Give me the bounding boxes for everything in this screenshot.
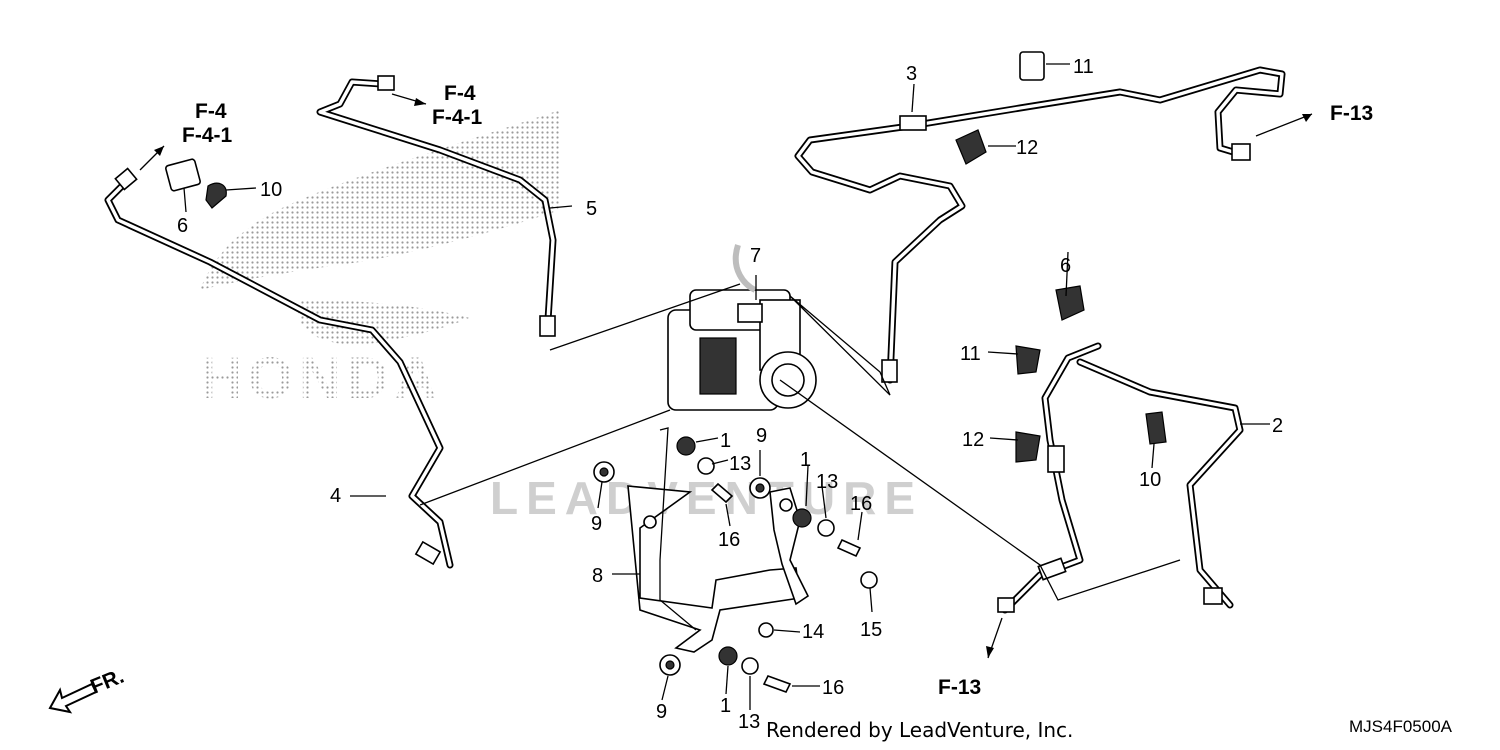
diagram-code: MJS4F0500A <box>1349 717 1452 736</box>
ref-f13-right: F-13 <box>1330 102 1373 125</box>
callout-13: 13 <box>738 711 760 733</box>
front-label: FR. <box>87 665 127 699</box>
callout-6: 6 <box>1060 255 1071 277</box>
ref-f13-bottom: F-13 <box>938 676 981 699</box>
ref-f41-top: F-4-1 <box>432 106 482 129</box>
leadventure-watermark: LEADVENTURE <box>490 472 923 524</box>
callout-9: 9 <box>656 701 667 723</box>
callout-10: 10 <box>1139 469 1161 491</box>
callout-1: 1 <box>720 430 731 452</box>
callout-16: 16 <box>718 529 740 551</box>
brake-pipe-3 <box>794 66 1286 384</box>
callout-2: 2 <box>1272 415 1283 437</box>
callout-16: 16 <box>822 677 844 699</box>
callout-6: 6 <box>177 215 188 237</box>
callout-7: 7 <box>750 245 761 267</box>
callout-9: 9 <box>591 513 602 535</box>
callout-12: 12 <box>962 429 984 451</box>
brake-pipe-2 <box>997 342 1244 614</box>
callout-12: 12 <box>1016 137 1038 159</box>
honda-wing-watermark: HONDA <box>200 110 560 411</box>
leader-lines <box>139 63 1313 710</box>
credit-text: Rendered by LeadVenture, Inc. <box>766 718 1074 742</box>
callout-4: 4 <box>330 485 341 507</box>
callout-1: 1 <box>800 449 811 471</box>
callout-1: 1 <box>720 695 731 717</box>
callout-3: 3 <box>906 63 917 85</box>
callout-13: 13 <box>816 471 838 493</box>
callout-14: 14 <box>802 621 824 643</box>
front-direction-arrow: FR. <box>48 665 127 714</box>
brake-pipe-5 <box>316 75 557 337</box>
callout-15: 15 <box>860 619 882 641</box>
callout-5: 5 <box>586 198 597 220</box>
callout-11: 11 <box>1073 56 1094 78</box>
callout-16: 16 <box>850 493 872 515</box>
ref-f4-left: F-4 <box>195 100 227 123</box>
callout-10: 10 <box>260 179 282 201</box>
hardware <box>165 51 1167 693</box>
callout-13: 13 <box>729 453 751 475</box>
callout-11: 11 <box>960 343 981 365</box>
callout-8: 8 <box>592 565 603 587</box>
abs-modulator <box>667 244 817 411</box>
ref-f4-top: F-4 <box>444 82 476 105</box>
callout-9: 9 <box>756 425 767 447</box>
ref-f41-left: F-4-1 <box>182 124 232 147</box>
